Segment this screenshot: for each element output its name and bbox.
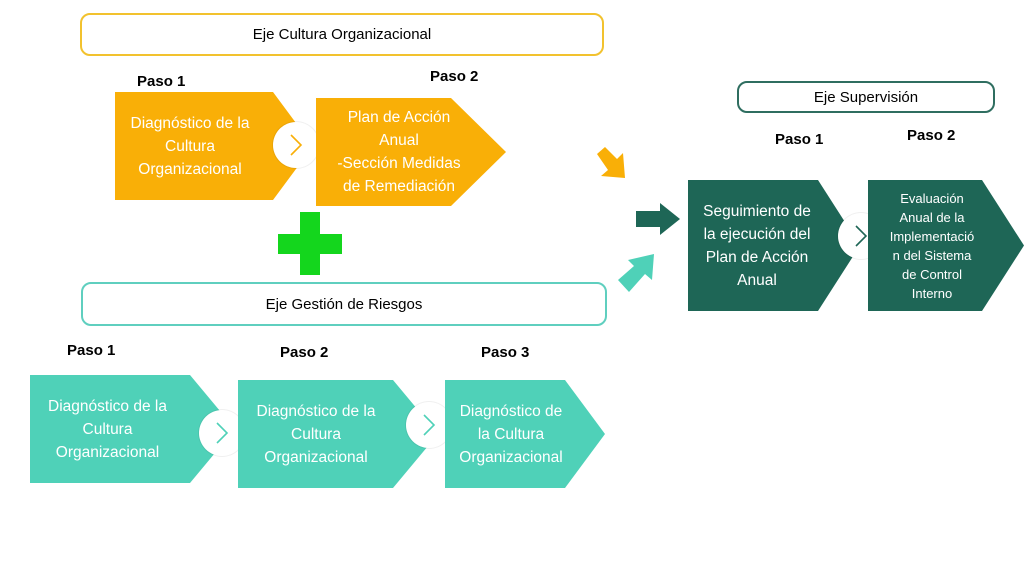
risk-connector-chevron-2 [406,402,452,448]
risk-step2-text: Diagnóstico de la Cultura Organizacional [256,402,376,466]
risk-to-supervision-arrow [614,250,658,298]
supervision-axis-title: Eje Supervisión [737,81,995,113]
risk-step3-arrow: Diagnóstico de la Cultura Organizacional [445,380,605,488]
culture-step1-label: Paso 1 [137,73,186,90]
chevron-right-icon [290,134,303,156]
risk-axis-title: Eje Gestión de Riesgos [81,282,607,326]
chevron-right-icon [423,414,436,436]
culture-connector-chevron [273,122,319,168]
risk-step3-label: Paso 3 [481,344,530,361]
culture-step2-label: Paso 2 [430,68,479,85]
block-arrow-icon [597,147,625,178]
risk-step1-label: Paso 1 [67,342,116,359]
supervision-step1-text: Seguimiento de la ejecución del Plan de … [703,202,811,289]
supervision-step2-arrow: Evaluación Anual de la Implementació n d… [868,180,1024,311]
supervision-step2-text: Evaluación Anual de la Implementació n d… [889,190,975,301]
culture-step2-arrow: Plan de Acción Anual -Sección Medidas de… [316,98,506,206]
culture-step1-arrow: Diagnóstico de la Cultura Organizacional [115,92,313,200]
supervision-step1-label: Paso 1 [775,131,824,148]
risk-step1-text: Diagnóstico de la Cultura Organizacional [48,397,167,461]
risk-step2-arrow: Diagnóstico de la Cultura Organizacional [238,380,438,488]
culture-step2-text: Plan de Acción Anual -Sección Medidas de… [337,109,461,195]
chevron-right-icon [216,422,229,444]
risk-connector-chevron-1 [199,410,245,456]
culture-step1-text: Diagnóstico de la Cultura Organizacional [130,114,250,178]
risk-step1-arrow: Diagnóstico de la Cultura Organizacional [30,375,235,483]
block-arrow-icon [636,203,680,235]
risk-step3-text: Diagnóstico de la Cultura Organizacional [459,402,563,466]
process-to-supervision-arrow [636,201,682,237]
risk-step2-label: Paso 2 [280,344,329,361]
culture-axis-title: Eje Cultura Organizacional [80,13,604,56]
chevron-right-icon [855,225,868,247]
supervision-step2-label: Paso 2 [907,127,956,144]
plus-icon [278,212,342,275]
culture-to-supervision-arrow [593,144,633,180]
block-arrow-icon [618,254,654,292]
supervision-step1-arrow: Seguimiento de la ejecución del Plan de … [688,180,860,311]
